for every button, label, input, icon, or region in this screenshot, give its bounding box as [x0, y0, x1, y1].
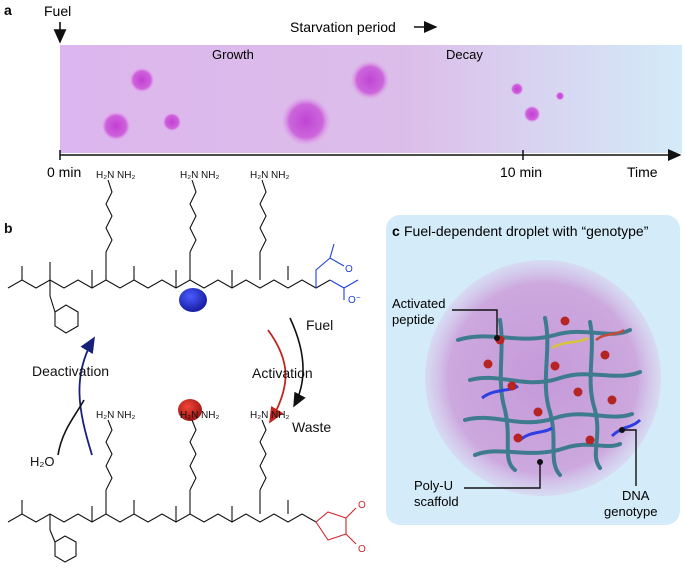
axis-label-start: 0 min [47, 164, 81, 180]
anhydride-ring [315, 511, 347, 541]
starvation-period-label: Starvation period [290, 19, 396, 35]
anhydride-bead [178, 399, 202, 421]
panel-a: a Fuel Starvation period Growth Decay 0 … [4, 2, 682, 180]
droplet [282, 97, 330, 145]
fuel-label-a: Fuel [44, 3, 71, 19]
svg-text:O: O [358, 544, 366, 555]
aspartate-side-chain [315, 257, 345, 288]
panel-c-letter: c [392, 223, 400, 239]
droplet [556, 92, 564, 100]
droplet [524, 106, 540, 122]
fuel-waste-curve [289, 317, 306, 408]
decay-label: Decay [446, 47, 483, 62]
activation-label: Activation [252, 365, 313, 381]
droplet [351, 61, 389, 99]
dna-strand-yellow [551, 336, 589, 350]
panel-c: c Fuel-dependent droplet with “genotype” [386, 215, 680, 525]
waste-label: Waste [292, 419, 331, 435]
phenyl-ring [54, 535, 77, 563]
droplet [163, 113, 181, 131]
svg-text:H₂N: H₂N [250, 170, 268, 181]
axis-label-end: Time [627, 164, 658, 180]
droplet [102, 112, 130, 140]
svg-text:H₂N: H₂N [96, 410, 114, 421]
peptide-backbone-top [7, 279, 331, 289]
axis-label-mid: 10 min [500, 164, 542, 180]
svg-text:NH₂: NH₂ [117, 170, 135, 181]
carboxylate-bead [179, 288, 207, 312]
polyu-scaffold [456, 316, 642, 477]
dna-genotype-label: DNA genotype [604, 488, 658, 519]
scaffold-label: Poly-U scaffold [414, 478, 459, 509]
svg-text:H₂N: H₂N [180, 170, 198, 181]
panel-b-letter: b [4, 220, 13, 236]
panel-a-letter: a [4, 2, 12, 18]
droplet-body [425, 260, 661, 496]
activated-peptide-label: Activated peptide [392, 296, 449, 327]
peptide-backbone-bottom [7, 419, 357, 563]
svg-text:NH₂: NH₂ [271, 170, 289, 181]
fuel-label-b: Fuel [306, 317, 333, 333]
droplet [511, 83, 523, 95]
activation-arrow [267, 329, 287, 424]
svg-text:NH₂: NH₂ [271, 410, 289, 421]
panel-c-title: Fuel-dependent droplet with “genotype” [404, 223, 649, 239]
svg-text:H₂N: H₂N [180, 410, 198, 421]
droplet [130, 68, 154, 92]
water-label: H₂O [30, 454, 55, 469]
svg-text:NH₂: NH₂ [201, 410, 219, 421]
deactivation-arrow [78, 336, 95, 456]
time-axis [59, 149, 682, 161]
water-input-curve [57, 399, 85, 456]
growth-label: Growth [212, 47, 254, 62]
phenyl-ring [54, 304, 79, 334]
panel-b [7, 179, 359, 334]
svg-text:O: O [345, 264, 353, 275]
svg-text:NH₂: NH₂ [117, 410, 135, 421]
dna-strand-red [595, 328, 625, 342]
svg-text:−: − [356, 293, 361, 302]
deactivation-label: Deactivation [32, 363, 109, 379]
svg-text:O: O [348, 295, 356, 306]
svg-text:NH₂: NH₂ [201, 170, 219, 181]
svg-text:O: O [358, 500, 366, 511]
callout-lines [452, 309, 637, 489]
svg-text:H₂N: H₂N [96, 170, 114, 181]
svg-text:H₂N: H₂N [250, 410, 268, 421]
